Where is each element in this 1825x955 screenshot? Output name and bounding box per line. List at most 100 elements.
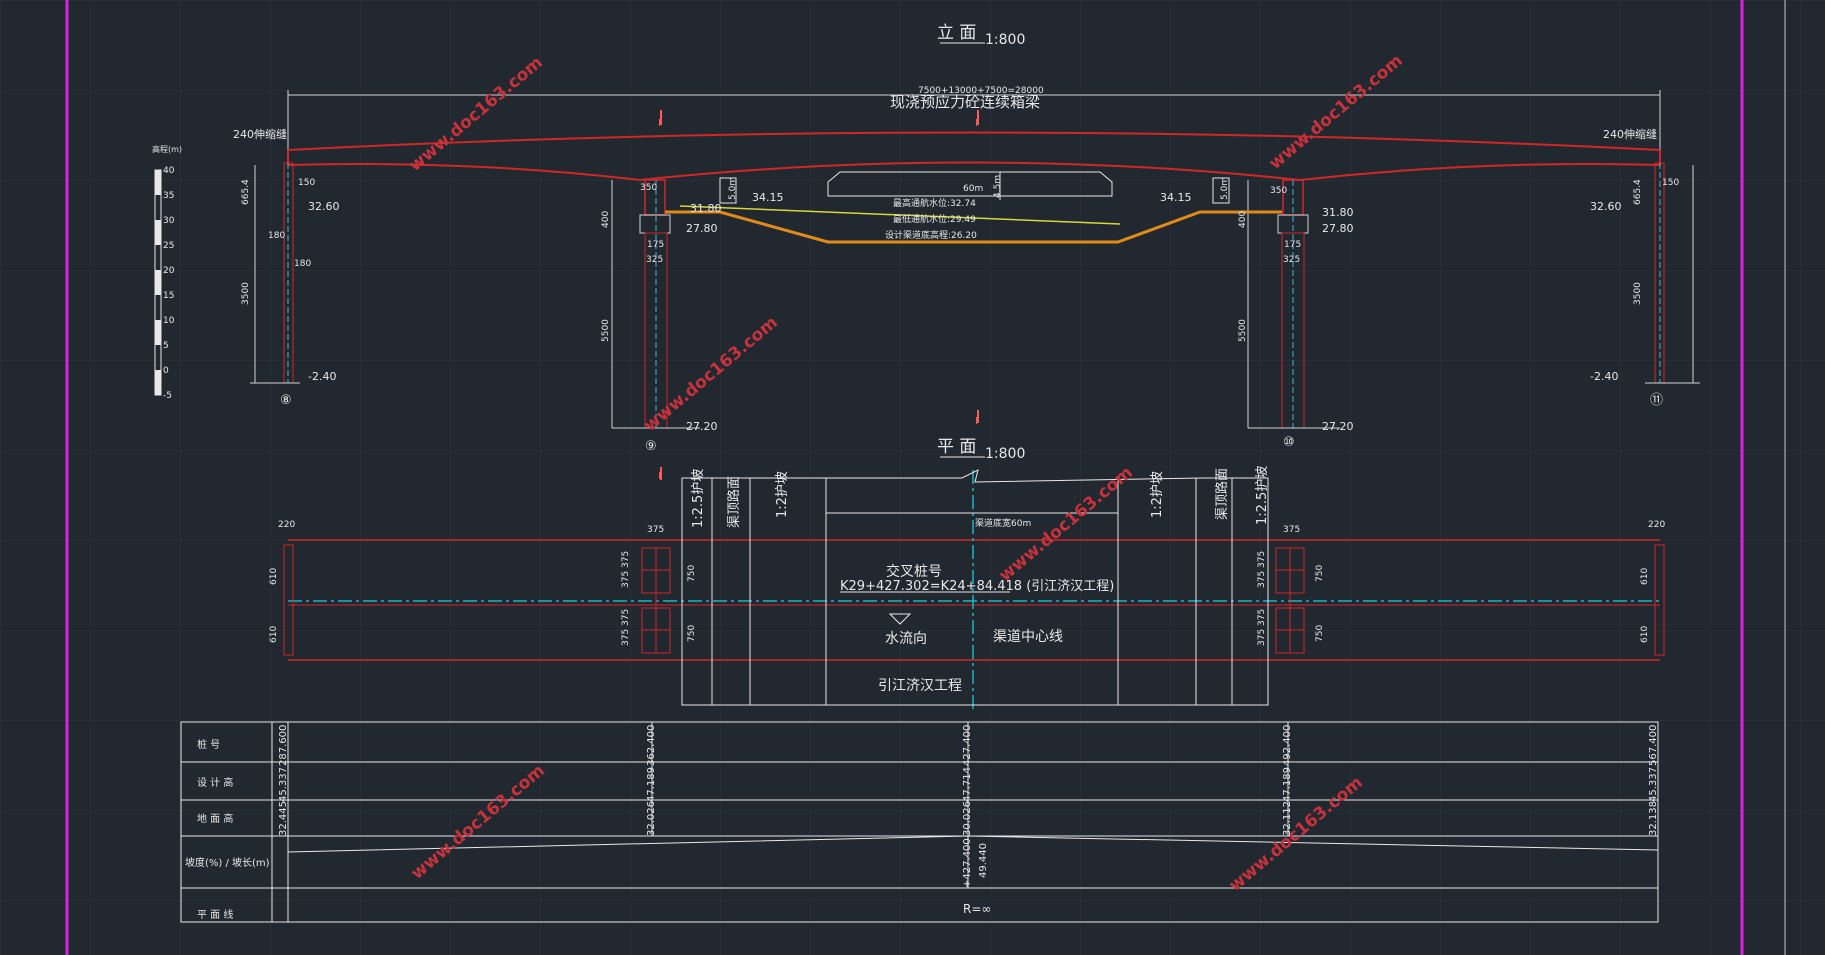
design-height-value: 47.714 — [962, 767, 973, 802]
elev-p10-pile-tip: 27.20 — [1322, 420, 1354, 433]
dim-label: 5.0m — [728, 177, 738, 200]
dim-label: 750 — [1315, 625, 1325, 642]
elev-bank-left: 34.15 — [752, 191, 784, 204]
ground-height-value: 32.445 — [278, 801, 289, 836]
dim-label: 400 — [601, 211, 611, 228]
elev-left-top: 32.60 — [308, 200, 340, 213]
elev-left-bottom: -2.40 — [308, 370, 336, 383]
dim-label: 610 — [1640, 568, 1650, 585]
elev-right-top: 32.60 — [1590, 200, 1622, 213]
dim-label: 665.4 — [241, 179, 251, 205]
dim-label: 4.5m — [993, 175, 1003, 198]
dim-label: 220 — [278, 520, 295, 530]
dim-label: 3500 — [1633, 282, 1643, 305]
dim-label: 175 — [1284, 240, 1301, 250]
table-text: 桩 号 设 计 高 地 面 高 坡度(%) / 坡长(m) 平 面 线 287.… — [185, 725, 1659, 921]
elevation-view — [154, 42, 1700, 480]
dim-label: 150 — [298, 178, 315, 188]
scale-tick: 20 — [163, 266, 175, 276]
scale-tick: 10 — [163, 316, 175, 326]
slope-label-right-outer: 1:2.5护坡 — [1255, 466, 1270, 525]
pier-9-marker: ⑨ — [645, 439, 657, 454]
elevation-text: 立 面 1:800 7500+13000+7500=28000 现浇预应力砼连续… — [152, 23, 1679, 535]
vertical-dims: 665.4 665.4 3500 3500 400 400 5500 5500 … — [241, 175, 1650, 646]
dim-label: 610 — [1640, 626, 1650, 643]
project-name: 引江济汉工程 — [878, 678, 962, 694]
crossing-title: 交叉桩号 — [886, 563, 942, 580]
road-label-left: 渠顶路面 — [726, 476, 742, 528]
scale-tick: 35 — [163, 191, 174, 201]
dim-label: 375 — [1283, 525, 1300, 535]
pier-11-marker: ⑪ — [1650, 393, 1663, 408]
elevation-title: 立 面 — [937, 23, 976, 43]
scale-tick: 25 — [163, 241, 174, 251]
station-value: 567.400 — [1648, 725, 1659, 766]
scale-tick: -5 — [163, 391, 172, 401]
row-label-alignment: 平 面 线 — [197, 908, 233, 921]
dim-label: 175 — [647, 240, 664, 250]
flow-direction: 水流向 — [885, 631, 927, 647]
alignment-radius: R=∞ — [963, 902, 991, 916]
dim-label: 375 — [647, 525, 664, 535]
row-label-grade: 坡度(%) / 坡长(m) — [185, 856, 270, 869]
channel-bottom-width: 渠道底宽60m — [975, 517, 1031, 529]
elev-p10-cap: 31.80 — [1322, 206, 1354, 219]
dim-label: 150 — [1662, 178, 1679, 188]
plan-scale: 1:800 — [985, 446, 1025, 462]
dim-label: 350 — [640, 183, 657, 193]
dim-label: 375 375 — [1257, 551, 1267, 588]
grade-length: 49.440 — [978, 843, 989, 878]
channel-bed-level: 设计渠道底高程:26.20 — [885, 229, 977, 241]
scale-tick: 15 — [163, 291, 174, 301]
span-formula: 7500+13000+7500=28000 — [918, 86, 1044, 96]
station-value: 492.400 — [1282, 725, 1293, 766]
pier-10-marker: ⑩ — [1283, 435, 1295, 450]
section-mark: I — [975, 416, 978, 427]
scale-tick: 5 — [163, 341, 169, 351]
sheet-frame — [65, 0, 1786, 955]
dim-label: 3500 — [241, 282, 251, 305]
dim-label: 180 — [294, 259, 311, 269]
dim-label: 610 — [269, 626, 279, 643]
ground-height-value: 30.026 — [962, 801, 973, 836]
elev-p10-footing: 27.80 — [1322, 222, 1354, 235]
dim-label: 610 — [269, 568, 279, 585]
grade-station: +427.400 — [962, 838, 973, 888]
plan-title: 平 面 — [937, 437, 976, 457]
row-label-ground-height: 地 面 高 — [197, 812, 233, 825]
channel-centerline: 渠道中心线 — [993, 629, 1063, 645]
slope-label-left-inner: 1:2护坡 — [775, 471, 790, 518]
dim-label: 220 — [1648, 520, 1665, 530]
station-value: 362.400 — [646, 725, 657, 766]
dim-label: 400 — [1238, 211, 1248, 228]
dim-label: 350 — [1270, 186, 1287, 196]
dim-label: 750 — [687, 625, 697, 642]
row-label-station: 桩 号 — [197, 738, 220, 751]
slope-label-right-inner: 1:2护坡 — [1150, 471, 1165, 518]
elev-right-bottom: -2.40 — [1590, 370, 1618, 383]
scale-tick: 40 — [163, 166, 175, 176]
design-height-value: 45.337 — [278, 767, 289, 802]
dim-label: 375 375 — [621, 609, 631, 646]
plan-text: 平 面 1:800 1:2.5护坡 渠顶路面 1:2护坡 1:2护坡 渠顶路面 … — [691, 437, 1270, 694]
scale-bar-title: 高程(m) — [152, 144, 182, 154]
plan-view — [283, 469, 1665, 710]
crossing-station: K29+427.302=K24+84.418 (引江济汉工程) — [840, 579, 1114, 594]
elevation-scale: 1:800 — [985, 32, 1025, 48]
ground-height-value: 32.026 — [646, 801, 657, 836]
slope-label-left-outer: 1:2.5护坡 — [691, 469, 706, 528]
station-value: 287.600 — [278, 725, 289, 766]
dim-label: 5500 — [601, 319, 611, 342]
section-mark: I — [975, 118, 978, 129]
scale-tick: 30 — [163, 216, 175, 226]
section-mark: I — [658, 471, 661, 482]
design-height-value: 45.337 — [1648, 767, 1659, 802]
dim-label: 375 375 — [621, 551, 631, 588]
beam-label: 现浇预应力砼连续箱梁 — [890, 93, 1040, 111]
row-label-design-height: 设 计 高 — [197, 776, 233, 789]
elev-p9-footing: 27.80 — [686, 222, 718, 235]
profile-table — [180, 721, 1659, 923]
dim-label: 180 — [268, 231, 285, 241]
elev-p9-cap: 31.80 — [690, 202, 722, 215]
